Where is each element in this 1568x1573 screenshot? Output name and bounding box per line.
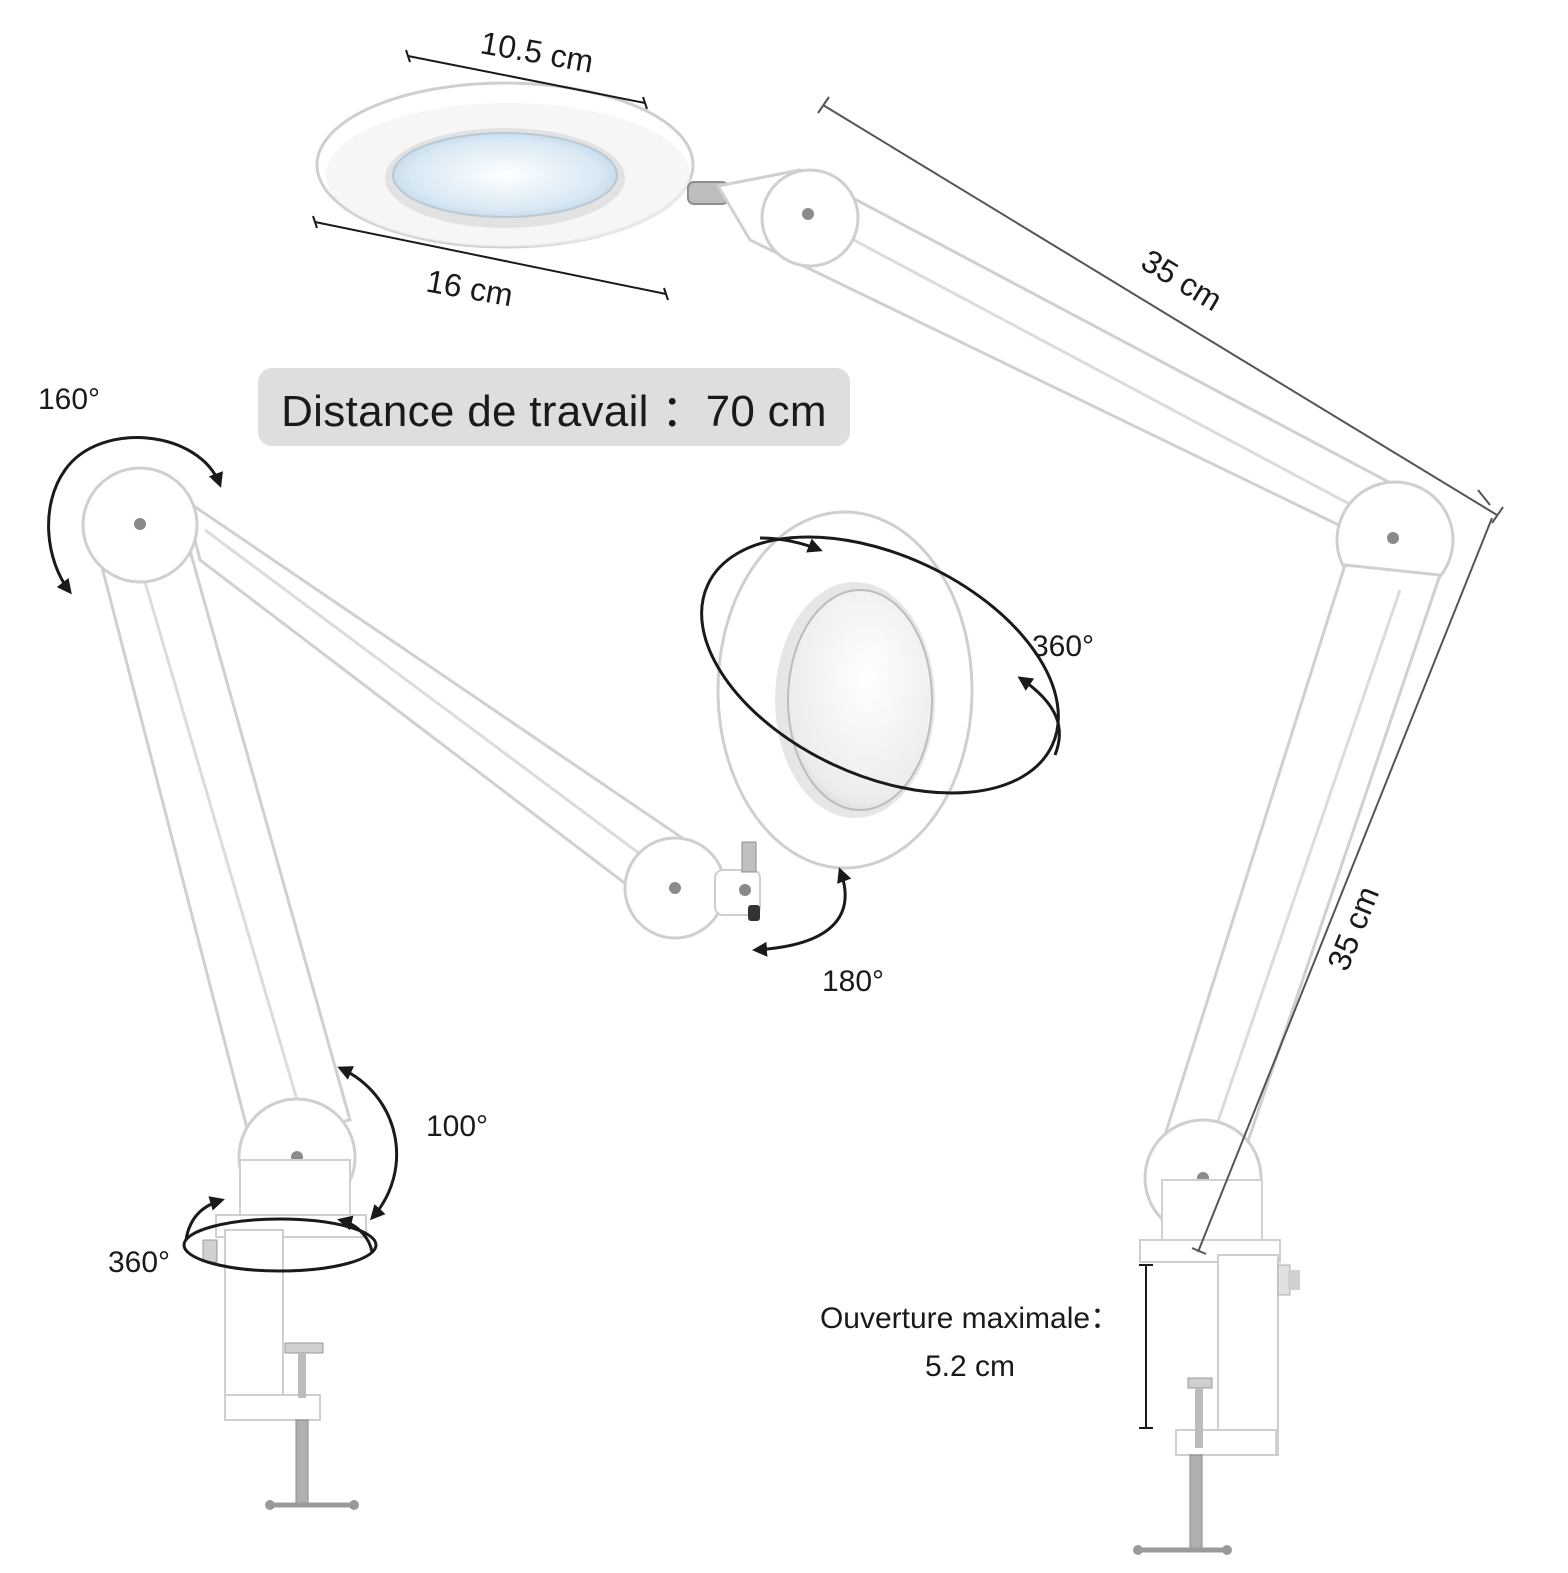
left-elbow-joint: [81, 466, 199, 584]
base-swivel-ellipse: [182, 1217, 378, 1273]
base-swivel-arrow-right: [337, 1215, 374, 1253]
clamp-opening-value: 5.2 cm: [924, 1350, 1016, 1383]
head-tilt-arrow: [752, 867, 852, 957]
left-base-joint: [237, 1097, 357, 1217]
clamp-opening-dimension-line: [1139, 1264, 1153, 1429]
head-tilt-label: 180°: [822, 965, 885, 998]
left-head-joint: [623, 836, 761, 940]
working-distance-badge: Distance de travail ：70 cm: [258, 368, 850, 446]
clamp-opening-label: Ouverture maximale：: [819, 1302, 1121, 1335]
elbow-rotation-arrow: [47, 436, 223, 595]
head-rotate-arrow-top: [759, 536, 823, 553]
base-swivel-label: 360°: [108, 1246, 171, 1279]
lens-diameter-dimension-line: [405, 49, 648, 110]
top-magnifier-lens: [392, 132, 618, 218]
base-tilt-arrow: [337, 1066, 399, 1221]
left-magnifier-lens: [787, 589, 933, 811]
top-lamp-head: [315, 81, 695, 249]
head-rotate-arrow-right: [1017, 676, 1061, 756]
head-rotation-label: 360°: [1032, 630, 1095, 663]
base-swivel-arrow-left: [184, 1196, 225, 1241]
right-desk-clamp: [1133, 1239, 1300, 1555]
elbow-angle-label: 160°: [38, 383, 101, 416]
left-lamp-head: [716, 510, 974, 870]
base-tilt-label: 100°: [426, 1110, 489, 1143]
right-lower-arm: [1163, 563, 1443, 1152]
right-base-joint: [1143, 1118, 1263, 1241]
top-upper-arm: [715, 168, 1402, 548]
head-diameter-dimension-line: [312, 215, 669, 301]
left-desk-clamp: [202, 1214, 367, 1510]
upper-arm-dimension-line: [817, 96, 1504, 524]
lower-arm-dimension-line: [1191, 517, 1493, 1255]
clamp-opening-note: Ouverture maximale： 5.2 cm: [790, 1295, 1150, 1391]
head-rotation-ellipse: [700, 535, 1060, 795]
